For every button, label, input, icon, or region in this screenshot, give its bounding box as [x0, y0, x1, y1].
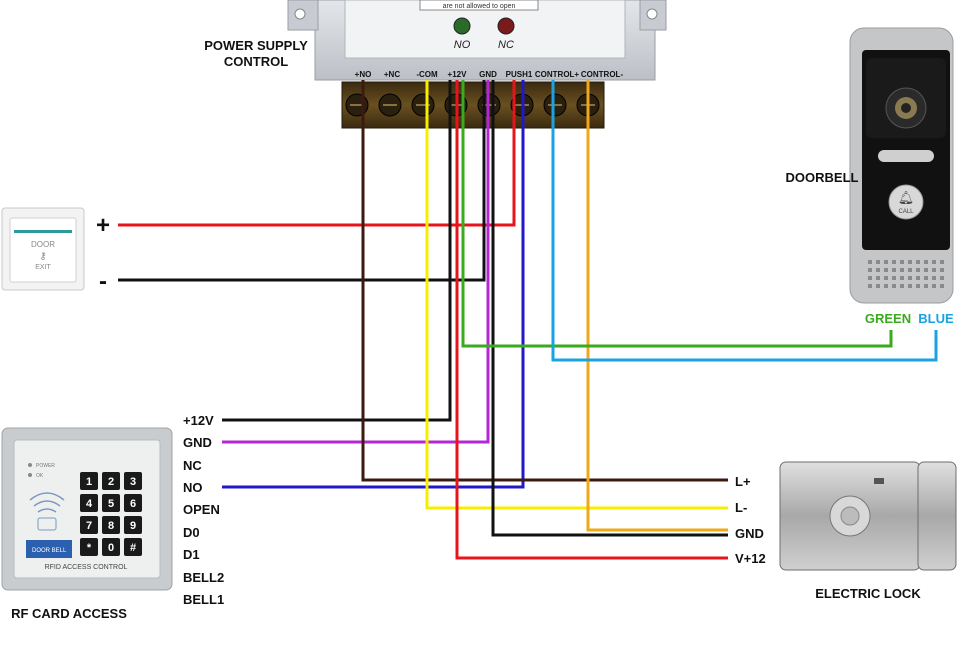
keypad-key[interactable] — [124, 516, 142, 534]
exit-text-exit: EXIT — [35, 264, 51, 271]
keypad-key[interactable] — [102, 538, 120, 556]
keypad-key-label: 1 — [86, 476, 92, 488]
keypad[interactable]: 1 2 3 4 5 6 7 8 9 * 0 # — [80, 472, 142, 556]
doorbell-green-label: GREEN — [865, 311, 911, 326]
wire-lock-lplus — [361, 80, 728, 482]
door-bell-button[interactable] — [26, 540, 72, 558]
exit-button[interactable]: DOOR ⚷ EXIT — [1, 207, 85, 291]
wire-rf-12v — [222, 80, 452, 422]
terminal-label: +NO — [355, 70, 372, 79]
keypad-key[interactable] — [80, 494, 98, 512]
lock-pin-label: GND — [735, 526, 764, 541]
lock-pin-label: L+ — [735, 474, 751, 489]
wire-control-minus — [586, 80, 728, 532]
keypad-key-label: * — [87, 542, 92, 554]
keypad-key-label: 2 — [108, 476, 114, 488]
rf-ok-text: OK — [36, 473, 44, 479]
keypad-key-label: 9 — [130, 520, 136, 532]
keypad-key[interactable] — [102, 494, 120, 512]
terminal-label: +12V — [448, 70, 468, 79]
led-no-label: NO — [454, 39, 471, 51]
doorbell-unit[interactable]: 🔔︎ CALL — [849, 27, 954, 304]
call-button-icon[interactable] — [888, 184, 924, 220]
wire-lock-v12 — [455, 80, 728, 560]
doorbell-call-text: CALL — [898, 209, 914, 215]
keypad-key-label: 0 — [108, 542, 114, 554]
power-supply-unit: are not allowed to open NO NC +NO +NC -COM… — [287, 0, 667, 129]
rfid-wave-icon — [29, 492, 65, 513]
terminal-label: GND — [479, 70, 497, 79]
keypad-key[interactable] — [102, 516, 120, 534]
wire-exit-plus — [118, 80, 516, 227]
rf-pin-label: NC — [183, 458, 202, 473]
keypad-key[interactable] — [124, 538, 142, 556]
rf-pin-label: GND — [183, 435, 212, 450]
wire-rf-gnd — [222, 80, 490, 444]
doorbell-label: DOORBELL — [786, 170, 859, 185]
ps-notice: are not allowed to open — [443, 3, 516, 10]
keypad-key-label: 7 — [86, 520, 92, 532]
keypad-key[interactable] — [124, 494, 142, 512]
rf-pin-label: OPEN — [183, 502, 220, 517]
rf-pin-label: BELL1 — [183, 592, 224, 607]
keypad-key-label: 6 — [130, 498, 136, 510]
led-nc-label: NC — [498, 39, 514, 51]
keypad-key[interactable] — [80, 516, 98, 534]
keypad-key-label: # — [130, 542, 136, 554]
rf-pin-label: D1 — [183, 547, 200, 562]
keypad-key-label: 4 — [86, 498, 93, 510]
led-nc-icon — [497, 17, 515, 35]
wire-rf-no — [222, 80, 525, 489]
exit-minus-label: - — [99, 268, 107, 295]
led-no-icon — [453, 17, 471, 35]
wire-doorbell-green — [461, 80, 893, 348]
keypad-key[interactable] — [80, 538, 98, 556]
lock-pin-label: L- — [735, 500, 747, 515]
rf-panel-text: RFID ACCESS CONTROL — [45, 564, 128, 571]
lock-pin-label: V+12 — [735, 551, 766, 566]
terminal-label: -COM — [416, 70, 438, 79]
keypad-key[interactable] — [124, 472, 142, 490]
rf-pin-label: NO — [183, 480, 203, 495]
rf-power-text: POWER — [36, 463, 55, 469]
bell-icon: 🔔︎ — [898, 191, 915, 206]
lock-label: ELECTRIC LOCK — [815, 586, 921, 601]
doorbell-blue-label: BLUE — [918, 311, 954, 326]
keypad-key[interactable] — [80, 472, 98, 490]
rf-pin-label: +12V — [183, 413, 214, 428]
rf-card-label: RF CARD ACCESS — [11, 606, 127, 621]
keypad-key-label: 5 — [108, 498, 114, 510]
keypad-key-label: 3 — [130, 476, 136, 488]
rf-door-bell-text: DOOR BELL — [32, 548, 67, 554]
lock-pin-labels: L+ L- GND V+12 — [735, 474, 766, 566]
terminal-label: +NC — [384, 70, 400, 79]
exit-plus-label: + — [96, 212, 110, 239]
exit-text-door: DOOR — [31, 240, 55, 249]
rf-pin-label: D0 — [183, 525, 200, 540]
wire-exit-minus — [118, 80, 486, 282]
keypad-key[interactable] — [102, 472, 120, 490]
wire-doorbell-blue — [551, 80, 938, 362]
keypad-key-label: 8 — [108, 520, 114, 532]
speaker-grille — [868, 260, 944, 288]
terminal-label: CONTROL- — [581, 70, 624, 79]
wire-lock-gnd — [491, 80, 728, 537]
ps-title-line1: POWER SUPPLY — [204, 38, 308, 53]
terminal-label: PUSH1 — [506, 70, 533, 79]
rf-pin-label: BELL2 — [183, 570, 224, 585]
wires — [118, 80, 938, 560]
wire-lock-lminus — [425, 80, 728, 510]
rf-card-reader[interactable]: POWER OK DOOR BELL 1 2 3 4 5 6 7 8 9 * 0 # RFID ACC… — [1, 427, 173, 591]
ps-title-line2: CONTROL — [224, 54, 288, 69]
electric-lock[interactable] — [779, 461, 957, 571]
terminal-label: CONTROL+ — [535, 70, 580, 79]
key-icon: ⚷ — [39, 251, 46, 262]
